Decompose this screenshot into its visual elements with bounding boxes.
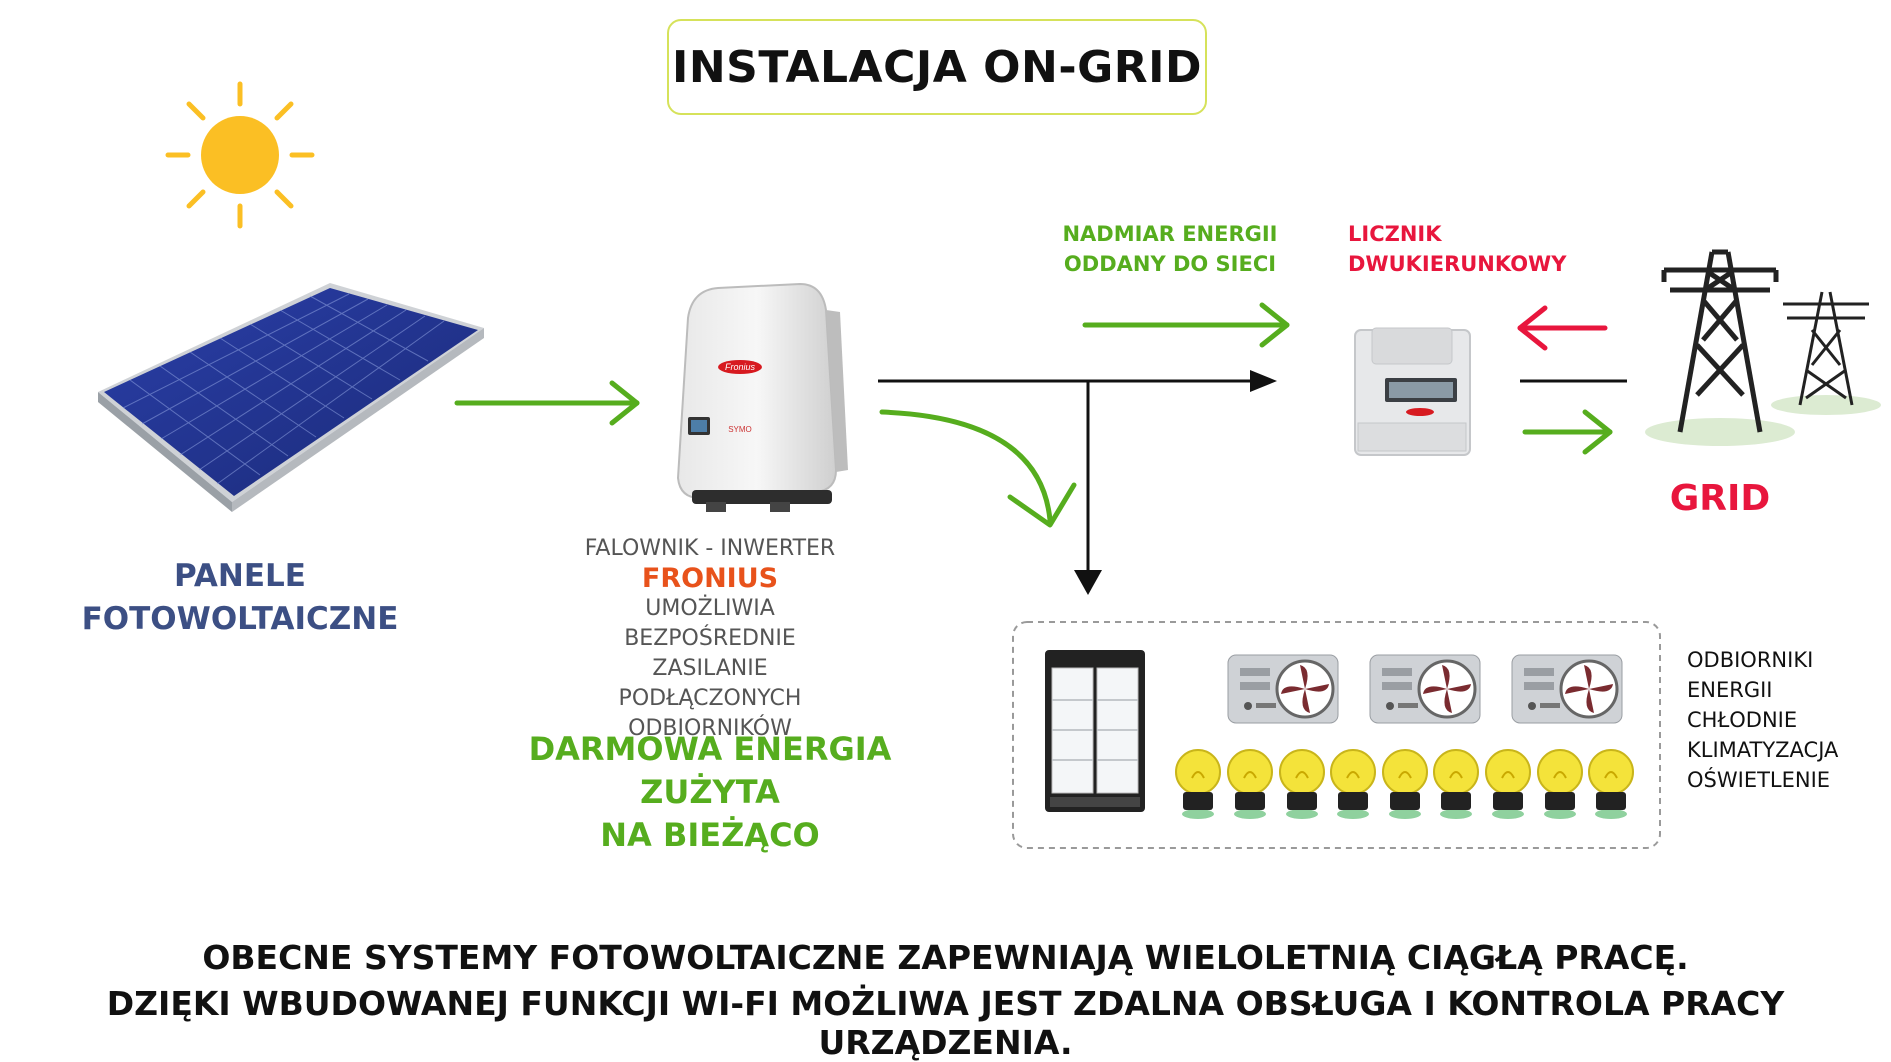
receivers-box <box>1012 621 1661 849</box>
bulb-icon <box>1588 749 1634 819</box>
free-energy-line3: NA BIEŻĄCO <box>600 816 820 854</box>
footer-line2: DZIĘKI WBUDOWANEJ FUNKCJI WI-FI MOŻLIWA … <box>106 984 1785 1062</box>
surplus-label: NADMIAR ENERGII ODDANY DO SIECI <box>1040 219 1300 279</box>
free-energy-line1: DARMOWA ENERGIA <box>528 730 892 768</box>
bulbs-row <box>1175 749 1634 819</box>
meter-line2: DWUKIERUNKOWY <box>1348 252 1567 276</box>
receivers-line4: KLIMATYZACJA <box>1687 738 1839 762</box>
arrow-grid-to-meter <box>1517 305 1608 351</box>
bulb-icon <box>1433 749 1479 819</box>
bulb-icon <box>1537 749 1583 819</box>
bulb-icon <box>1485 749 1531 819</box>
bulb-icon <box>1330 749 1376 819</box>
inverter-heading: FALOWNIK - INWERTER <box>584 536 836 561</box>
inverter-brand: FRONIUS <box>641 563 779 594</box>
power-lines <box>878 379 1250 573</box>
ac-unit-icon <box>1369 654 1481 724</box>
receivers-label: ODBIORNIKI ENERGII CHŁODNIE KLIMATYZACJA… <box>1687 645 1887 795</box>
solar-panel-icon <box>98 283 484 512</box>
inverter-brand-text: Fronius <box>725 362 756 372</box>
inverter-desc-1: UMOŻLIWIA BEZPOŚREDNIE <box>624 596 796 651</box>
receivers-line1: ODBIORNIKI <box>1687 648 1814 672</box>
bulb-icon <box>1279 749 1325 819</box>
surplus-line1: NADMIAR ENERGII <box>1062 222 1278 246</box>
receivers-line2: ENERGII <box>1687 678 1773 702</box>
arrow-head-to-receivers <box>1074 570 1102 595</box>
arrow-curve-to-receivers <box>879 409 1077 528</box>
grid-ground-small <box>1771 395 1881 415</box>
meter-icon <box>1354 327 1471 456</box>
title-text: INSTALACJA ON-GRID <box>671 41 1203 93</box>
sun-icon <box>165 81 315 229</box>
bulb-icon <box>1382 749 1428 819</box>
pylon-small-icon <box>1783 291 1869 406</box>
inverter-desc-4: ODBIORNIKÓW <box>628 716 792 741</box>
bulb-icon <box>1175 749 1221 819</box>
surplus-line2: ODDANY DO SIECI <box>1063 252 1277 276</box>
ac-unit-icon <box>1511 654 1623 724</box>
arrow-head-to-meter <box>1250 370 1277 392</box>
grid-label: GRID <box>1669 478 1771 519</box>
arrow-surplus-to-meter <box>1082 302 1290 348</box>
panels-label: PANELE FOTOWOLTAICZNE <box>80 555 400 641</box>
meter-label: LICZNIK DWUKIERUNKOWY <box>1348 219 1588 279</box>
panels-label-line2: FOTOWOLTAICZNE <box>81 601 399 637</box>
panels-label-line1: PANELE <box>174 558 306 594</box>
inverter-desc-3: PODŁĄCZONYCH <box>618 686 802 711</box>
page-title: INSTALACJA ON-GRID <box>667 19 1207 115</box>
inverter-model-text: SYMO <box>728 425 752 434</box>
receivers-line5: OŚWIETLENIE <box>1687 768 1831 792</box>
inverter-label: FALOWNIK - INWERTER FRONIUS UMOŻLIWIA BE… <box>560 534 860 744</box>
arrow-panel-to-inverter <box>454 380 640 426</box>
inverter-desc-2: ZASILANIE <box>652 656 768 681</box>
free-energy-line2: ZUŻYTA <box>640 773 780 811</box>
ac-unit-icon <box>1227 654 1339 724</box>
pylon-icon <box>1661 249 1779 433</box>
meter-line1: LICZNIK <box>1348 222 1442 246</box>
footer-line1: OBECNE SYSTEMY FOTOWOLTAICZNE ZAPEWNIAJĄ… <box>202 938 1689 977</box>
inverter-icon: Fronius SYMO <box>676 282 848 512</box>
arrow-meter-to-grid <box>1522 409 1613 455</box>
receivers-line3: CHŁODNIE <box>1687 708 1798 732</box>
free-energy-label: DARMOWA ENERGIA ZUŻYTA NA BIEŻĄCO <box>520 728 900 857</box>
fridge-icon <box>1045 650 1145 812</box>
bulb-icon <box>1227 749 1273 819</box>
grid-ground <box>1645 418 1795 446</box>
